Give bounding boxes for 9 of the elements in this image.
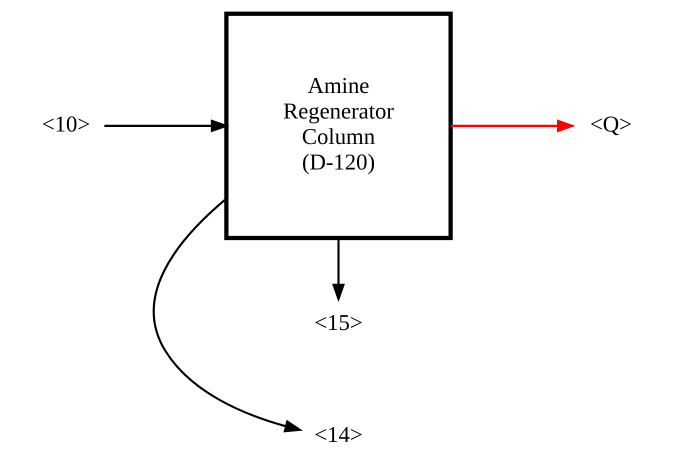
node-text: <10> [42, 111, 90, 136]
node-text: <15> [314, 310, 363, 335]
node-box: Amine Regenerator Column (D-120) [224, 12, 453, 240]
arrow [332, 238, 345, 302]
arrow [152, 198, 303, 432]
arrow [450, 119, 576, 132]
arrow [104, 119, 230, 132]
node-text: <Q> [590, 111, 632, 136]
node-text: <14> [314, 422, 363, 448]
